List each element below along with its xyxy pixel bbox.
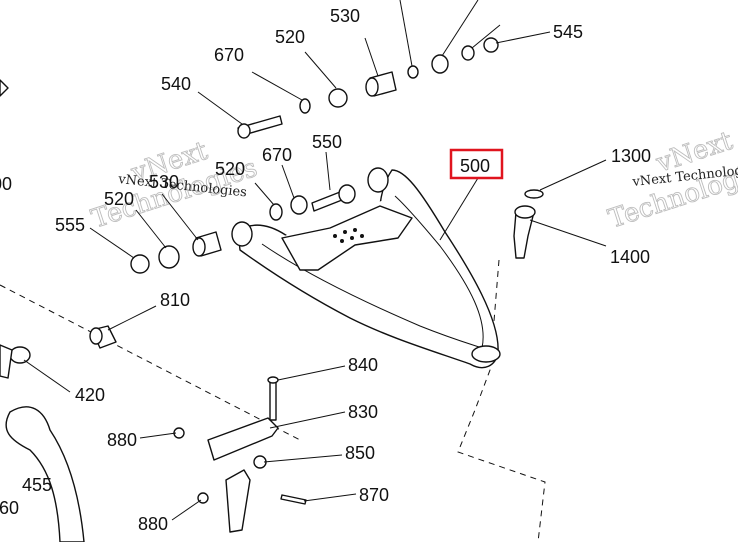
highlight-box-500 (449, 148, 504, 180)
left-hardware (130, 195, 308, 274)
callout-880-upper[interactable]: 880 (107, 430, 137, 450)
callout-555[interactable]: 555 (55, 215, 85, 235)
callout-670-mid[interactable]: 670 (262, 145, 292, 165)
callout-870[interactable]: 870 (359, 485, 389, 505)
callout-500[interactable]: 500 (460, 156, 490, 176)
callout-1300[interactable]: 1300 (611, 146, 651, 166)
callout-530-top[interactable]: 530 (330, 6, 360, 26)
leader-lines (23, 0, 607, 521)
bolt-550 (311, 184, 356, 212)
bushing-810 (89, 325, 117, 349)
callout-00-partial[interactable]: 00 (0, 174, 12, 194)
callout-labels: 530 520 670 545 540 550 670 520 530 520 … (0, 6, 651, 534)
callout-520-mid[interactable]: 520 (215, 159, 245, 179)
ball-joint-1400 (513, 189, 544, 259)
callout-455[interactable]: 455 (22, 475, 52, 495)
a-arm-500 (231, 167, 501, 369)
callout-880-lower[interactable]: 880 (138, 514, 168, 534)
callout-530-mid[interactable]: 530 (149, 172, 179, 192)
callout-810[interactable]: 810 (160, 290, 190, 310)
callout-60-partial[interactable]: 60 (0, 498, 19, 518)
callout-550[interactable]: 550 (312, 132, 342, 152)
left-edge-parts (0, 79, 85, 542)
callout-420[interactable]: 420 (75, 385, 105, 405)
callout-520-left[interactable]: 520 (104, 189, 134, 209)
callout-1400[interactable]: 1400 (610, 247, 650, 267)
callout-850[interactable]: 850 (345, 443, 375, 463)
callout-840[interactable]: 840 (348, 355, 378, 375)
callout-520-top[interactable]: 520 (275, 27, 305, 47)
watermark-right: vNext Technologies vNext Technologies (604, 125, 738, 235)
bracket-830 (173, 376, 307, 533)
callout-670-top[interactable]: 670 (214, 45, 244, 65)
callout-545[interactable]: 545 (553, 22, 583, 42)
upper-hardware (237, 37, 499, 139)
callout-540[interactable]: 540 (161, 74, 191, 94)
callout-830[interactable]: 830 (348, 402, 378, 422)
